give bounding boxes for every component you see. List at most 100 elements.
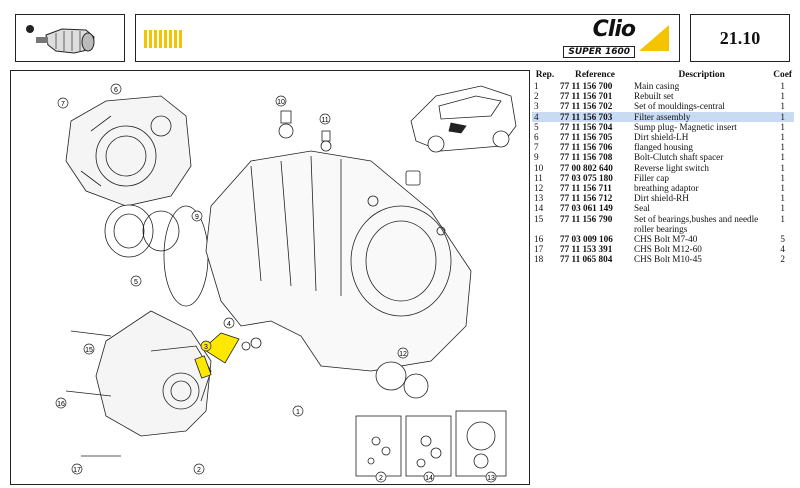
cell-coef: 1 <box>780 193 785 204</box>
cell-description: Sump plug- Magnetic insert <box>634 121 737 132</box>
callout-5-text: 4 <box>227 321 231 328</box>
cell-description: Dirt shield-RH <box>634 193 689 204</box>
col-coef: Coef <box>773 70 792 80</box>
cell-rep: 16 <box>534 234 544 245</box>
callout-16-text: 15 <box>85 347 93 354</box>
logo-sub: SUPER 1600 <box>563 46 635 58</box>
exploded-diagram: 7 6 5 10 11 9 4 3 15 16 17 1 12 2 14 13 … <box>10 70 530 485</box>
cell-coef: 1 <box>780 203 785 214</box>
callout-6-text: 5 <box>134 279 138 286</box>
gearbox-thumbnail <box>15 14 125 62</box>
cell-description: Seal <box>634 203 650 214</box>
logo-main: Clio <box>592 17 636 42</box>
callout-4-text: 3 <box>204 344 208 351</box>
callout-6: 5 <box>130 275 142 287</box>
cell-rep: 2 <box>534 91 539 102</box>
callout-13: 12 <box>397 347 409 359</box>
cell-reference: 77 11 156 703 <box>558 111 632 122</box>
cell-rep: 11 <box>534 172 543 183</box>
callout-1-text: 1 <box>296 409 300 416</box>
cell-description: Bolt-Clutch shaft spacer <box>634 152 724 163</box>
table-row[interactable]: 11 77 03 075 180 Filler cap 1 <box>532 173 794 183</box>
stripes-icon <box>144 30 182 48</box>
callout-13-text: 12 <box>399 351 407 358</box>
callout-7-text: 6 <box>114 87 118 94</box>
callout-15: 14 <box>423 471 435 483</box>
page-number-box: 21.10 <box>690 14 790 62</box>
clio-logo: Clio SUPER 1600 <box>563 17 636 59</box>
cell-coef: 2 <box>780 254 785 265</box>
cell-rep: 17 <box>534 244 544 255</box>
cell-description: Filler cap <box>634 172 669 183</box>
cell-rep: 6 <box>534 132 539 143</box>
cell-coef: 1 <box>780 162 785 173</box>
cell-coef: 1 <box>780 142 785 153</box>
cell-rep: 1 <box>534 81 539 91</box>
callout-10: 9 <box>191 210 203 222</box>
cell-coef: 1 <box>780 81 785 91</box>
callout-9: 7 <box>57 97 69 109</box>
cell-description-line2: roller bearings <box>634 223 688 234</box>
cell-description: flanged housing <box>634 142 693 153</box>
cell-reference: 77 03 075 180 <box>560 172 613 183</box>
cell-reference: 77 11 156 705 <box>560 132 613 143</box>
col-description: Description <box>678 70 725 80</box>
cell-rep: 3 <box>534 101 539 112</box>
cell-reference: 77 11 065 804 <box>560 254 613 265</box>
cell-reference: 77 11 156 711 <box>560 183 612 194</box>
cell-coef: 1 <box>771 111 794 122</box>
callout-17-text: 16 <box>57 401 65 408</box>
table-row[interactable]: 5 77 11 156 704 Sump plug- Magnetic insert… <box>532 122 794 132</box>
col-reference: Reference <box>575 70 615 80</box>
callout-12: 11 <box>319 113 331 125</box>
callout-2: 2 <box>193 463 205 475</box>
cell-coef: 1 <box>780 213 785 224</box>
callout-4: 3 <box>200 340 212 352</box>
cell-rep: 9 <box>534 152 539 163</box>
cell-coef: 1 <box>780 172 785 183</box>
callout-14: 13 <box>485 471 497 483</box>
cell-rep: 4 <box>532 111 558 122</box>
cell-coef: 5 <box>780 234 785 245</box>
car-icon <box>410 85 517 153</box>
callout-5: 4 <box>223 317 235 329</box>
cell-rep: 5 <box>534 121 539 132</box>
callout-17: 16 <box>55 397 67 409</box>
cell-rep: 18 <box>534 254 544 265</box>
callout-labels: 7 6 5 10 11 9 4 3 15 16 17 1 12 2 14 13 … <box>55 83 497 483</box>
cell-reference: 77 11 156 704 <box>560 121 613 132</box>
callout-11-text: 10 <box>277 99 285 106</box>
cell-reference: 77 11 156 706 <box>560 142 613 153</box>
callout-15-text: 14 <box>425 475 433 482</box>
callout-16: 15 <box>83 343 95 355</box>
cell-description: Dirt shield-LH <box>634 132 689 143</box>
cell-description: Reverse light switch <box>634 162 710 173</box>
callout-18: 17 <box>71 463 83 475</box>
cell-description: Main casing <box>634 81 680 91</box>
cell-coef: 1 <box>780 152 785 163</box>
cell-reference: 77 11 156 712 <box>560 193 613 204</box>
yellow-triangle-icon <box>639 25 669 51</box>
page-number: 21.10 <box>719 27 761 48</box>
cell-coef: 1 <box>780 121 785 132</box>
callout-7: 6 <box>110 83 122 95</box>
cell-rep: 14 <box>534 203 544 214</box>
